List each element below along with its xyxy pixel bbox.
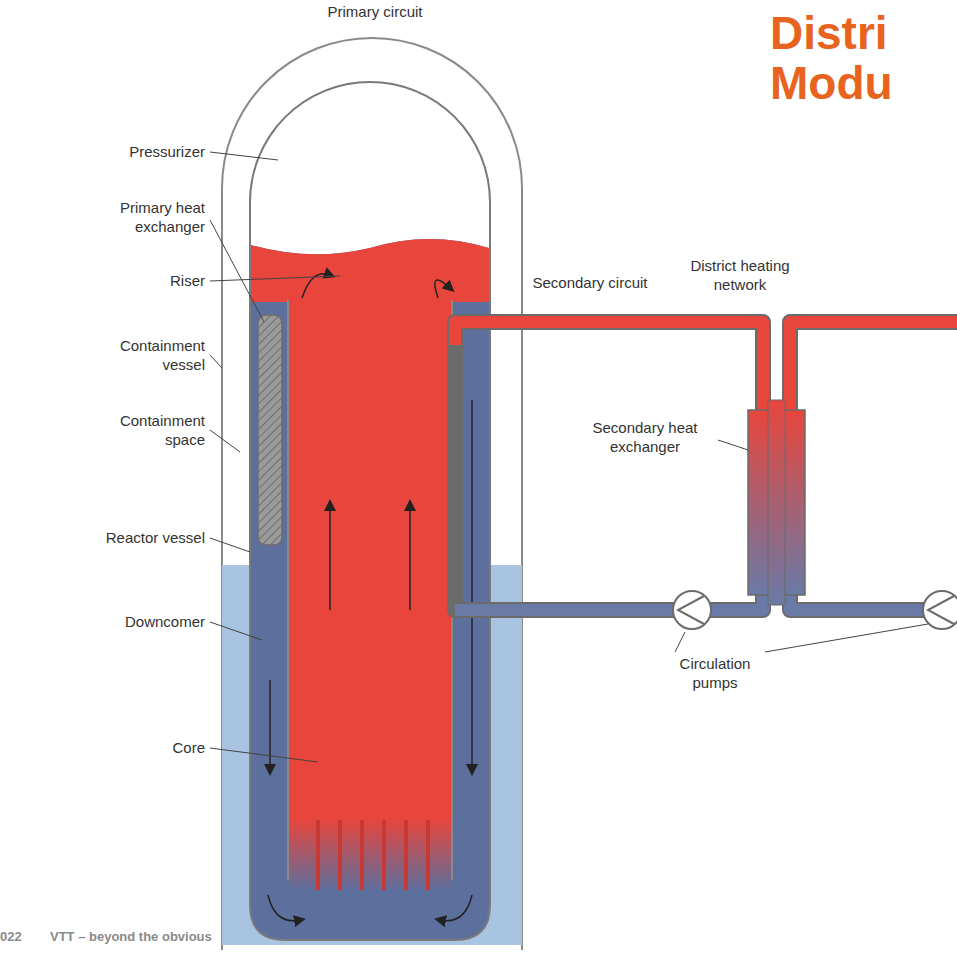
hot-plenum [251, 239, 489, 302]
footer-text: VTT – beyond the obvious [50, 929, 270, 944]
circuit-label: Primary circuit [305, 2, 445, 21]
core-rods [318, 820, 428, 890]
pressurizer-space [251, 83, 489, 254]
secondary-hx-core [768, 400, 785, 605]
part-label: Riser [95, 271, 205, 290]
containment-outline [222, 38, 522, 950]
part-label: Pressurizer [95, 142, 205, 161]
title: Distri Modu [770, 8, 940, 108]
part-label: Circulation pumps [655, 654, 775, 692]
secondary-hx [783, 410, 805, 595]
reactor-vessel [250, 82, 490, 940]
part-label: Secondary heat exchanger [575, 418, 715, 456]
secondary-hx [748, 410, 770, 595]
part-label: Reactor vessel [75, 528, 205, 547]
circuit-label: District heating network [680, 256, 800, 294]
part-label: Containment vessel [85, 336, 205, 374]
riser [289, 298, 451, 890]
part-label: Core [95, 738, 205, 757]
flow-arrows [268, 274, 472, 921]
leader-lines [210, 152, 928, 762]
secondary-pipes [455, 322, 957, 610]
circuit-label: Secondary circuit [515, 273, 665, 292]
part-label: Containment space [85, 411, 205, 449]
primary-hx [258, 315, 282, 545]
part-label: Primary heat exchanger [75, 198, 205, 236]
pump-symbol [673, 591, 957, 629]
part-label: Downcomer [75, 612, 205, 631]
footer-text: 022 [0, 929, 40, 944]
